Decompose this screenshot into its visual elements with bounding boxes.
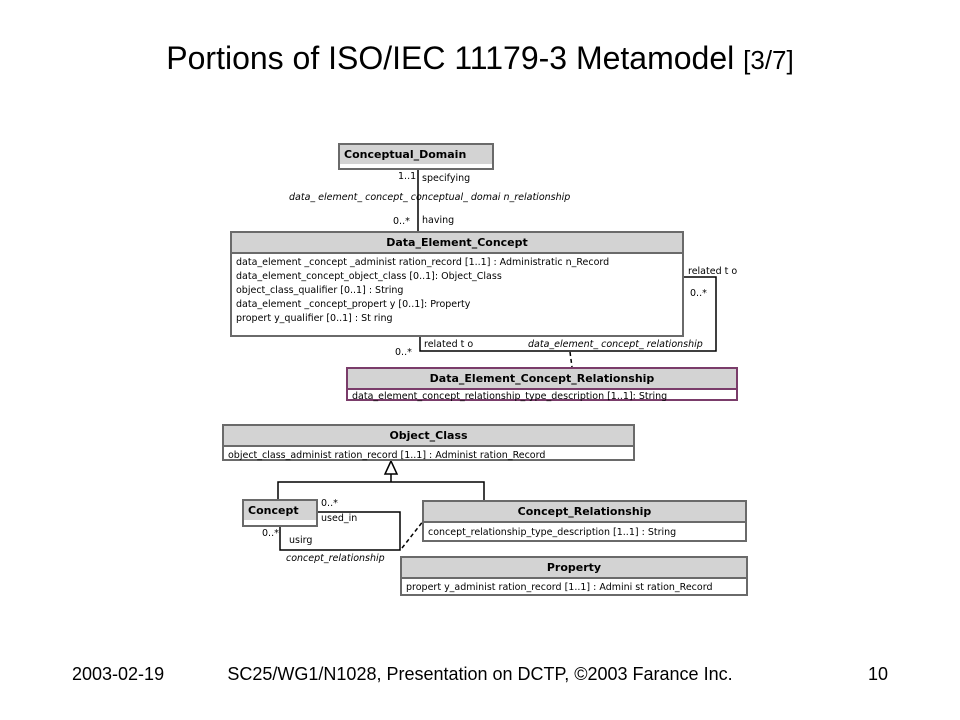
class-name: Data_Element_Concept_Relationship bbox=[348, 369, 736, 390]
association-name-dec-relationship: data_element_ concept_ relationship bbox=[528, 339, 703, 350]
association-name-concept-relationship: concept_relationship bbox=[286, 553, 385, 564]
class-concept-relationship: Concept_Relationship concept_relationshi… bbox=[422, 500, 747, 542]
attribute: object_class_administ ration_record [1..… bbox=[228, 450, 546, 461]
footer-citation: SC25/WG1/N1028, Presentation on DCTP, ©2… bbox=[227, 664, 733, 684]
slide-title: Portions of ISO/IEC 11179-3 Metamodel [3… bbox=[0, 40, 960, 77]
multiplicity-label: 0..* bbox=[321, 498, 338, 509]
class-data-element-concept: Data_Element_Concept data_element _conce… bbox=[230, 231, 684, 337]
attribute: propert y_administ ration_record [1..1] … bbox=[406, 582, 713, 593]
connector-dec-self bbox=[419, 276, 717, 352]
class-attributes: data_element _concept _administ ration_r… bbox=[232, 254, 682, 326]
role-related-to: related t o bbox=[424, 339, 474, 350]
attribute: propert y_qualifier [0..1] : St ring bbox=[236, 313, 393, 324]
attribute: data_element_concept_object_class [0..1]… bbox=[236, 271, 502, 282]
role-specifying: specifying bbox=[422, 173, 471, 184]
multiplicity-label: 1..1 bbox=[398, 171, 417, 182]
class-name: Concept_Relationship bbox=[424, 502, 745, 523]
attribute: concept_relationship_type_description [1… bbox=[428, 527, 677, 538]
attribute: data_element_concept_relationship_type_d… bbox=[352, 391, 668, 402]
multiplicity-label: 0..* bbox=[393, 216, 410, 227]
multiplicity-label: 0..* bbox=[262, 528, 279, 539]
multiplicity-label: 0..* bbox=[690, 288, 707, 299]
title-part: [3/7] bbox=[743, 45, 794, 75]
attribute: data_element _concept_propert y [0..1]: … bbox=[236, 299, 471, 310]
role-using: usirg bbox=[289, 535, 313, 546]
class-property: Property propert y_administ ration_recor… bbox=[400, 556, 748, 596]
multiplicity-label: 0..* bbox=[395, 347, 412, 358]
generalization-triangle bbox=[383, 459, 399, 475]
class-name: Concept bbox=[244, 501, 316, 520]
connector-concept-assoc-class bbox=[401, 519, 425, 549]
attribute: object_class_qualifier [0..1] : String bbox=[236, 285, 404, 296]
class-object-class: Object_Class object_class_administ ratio… bbox=[222, 424, 635, 461]
connector-concept-self bbox=[279, 511, 401, 551]
connector-dec-assoc-class bbox=[569, 351, 573, 368]
class-data-element-concept-relationship: Data_Element_Concept_Relationship data_e… bbox=[346, 367, 738, 402]
class-name: Property bbox=[402, 558, 746, 579]
title-main: Portions of ISO/IEC 11179-3 Metamodel bbox=[166, 40, 735, 76]
class-name: Object_Class bbox=[224, 426, 633, 447]
association-name-dec-cd: data_ element_ concept_ conceptual_ doma… bbox=[289, 192, 571, 203]
page-number: 10 bbox=[867, 664, 888, 684]
attribute: data_element _concept _administ ration_r… bbox=[236, 257, 610, 268]
footer-date: 2003-02-19 bbox=[72, 664, 165, 684]
role-used-in: used_in bbox=[321, 513, 358, 524]
class-conceptual-domain: Conceptual_Domain bbox=[338, 143, 494, 170]
role-related-to: related t o bbox=[688, 266, 738, 277]
class-concept: Concept bbox=[242, 499, 318, 527]
connector-generalization bbox=[277, 481, 485, 500]
class-name: Conceptual_Domain bbox=[340, 145, 492, 164]
class-name: Data_Element_Concept bbox=[232, 233, 682, 254]
role-having: having bbox=[422, 215, 455, 226]
